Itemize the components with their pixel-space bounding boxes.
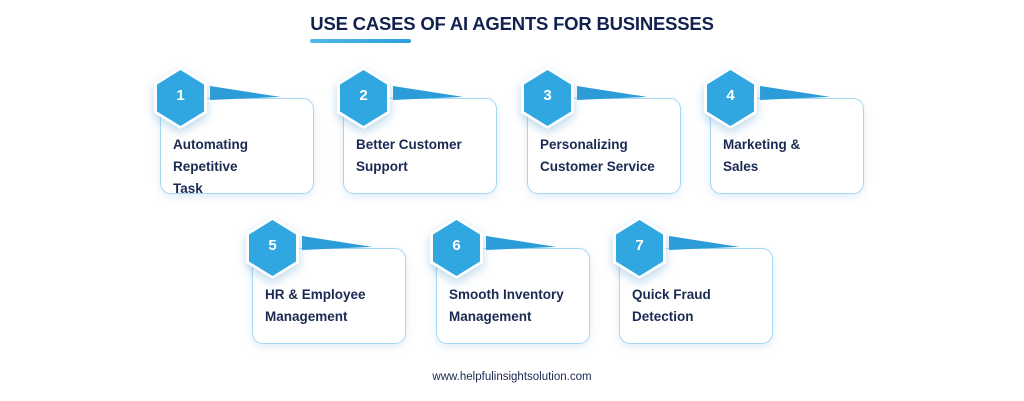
- label-line-1: Personalizing: [540, 137, 628, 152]
- number-badge-5: 5: [246, 217, 299, 279]
- label-line-1: Automating Repetitive: [173, 137, 248, 174]
- label-line-2: Task: [173, 181, 203, 196]
- badge-number: 2: [359, 86, 368, 104]
- label-line-2: Detection: [632, 309, 694, 324]
- use-case-card-2: 2 Better Customer Support: [337, 67, 497, 194]
- use-case-label: HR & Employee Management: [265, 284, 399, 328]
- badge-number: 4: [726, 86, 735, 104]
- label-line-1: Smooth Inventory: [449, 287, 564, 302]
- page-title: USE CASES OF AI AGENTS FOR BUSINESSES: [310, 13, 714, 43]
- use-case-label: Marketing & Sales: [723, 134, 857, 178]
- label-line-2: Customer Service: [540, 159, 655, 174]
- badge-number: 6: [452, 236, 461, 254]
- number-badge-3: 3: [521, 67, 574, 129]
- label-line-1: HR & Employee: [265, 287, 366, 302]
- number-badge-6: 6: [430, 217, 483, 279]
- title-underline: [310, 39, 412, 43]
- use-case-label: Automating Repetitive Task: [173, 134, 307, 200]
- use-case-card-5: 5 HR & Employee Management: [246, 217, 406, 344]
- website-url: www.helpfulinsightsolution.com: [432, 371, 592, 383]
- use-case-label: Quick Fraud Detection: [632, 284, 766, 328]
- badge-number: 5: [268, 236, 277, 254]
- label-line-2: Management: [265, 309, 348, 324]
- use-case-card-3: 3 Personalizing Customer Service: [521, 67, 681, 194]
- label-line-2: Support: [356, 159, 408, 174]
- use-case-label: Smooth Inventory Management: [449, 284, 583, 328]
- label-line-1: Better Customer: [356, 137, 462, 152]
- use-case-card-4: 4 Marketing & Sales: [704, 67, 864, 194]
- badge-number: 3: [543, 86, 552, 104]
- use-case-card-7: 7 Quick Fraud Detection: [613, 217, 773, 344]
- footer: www.helpfulinsightsolution.com: [0, 371, 1024, 383]
- use-case-card-1: 1 Automating Repetitive Task: [154, 67, 314, 196]
- badge-number: 7: [635, 236, 644, 254]
- use-case-label: Better Customer Support: [356, 134, 490, 178]
- use-case-card-6: 6 Smooth Inventory Management: [430, 217, 590, 344]
- number-badge-7: 7: [613, 217, 666, 279]
- label-line-1: Marketing &: [723, 137, 801, 152]
- use-case-label: Personalizing Customer Service: [540, 134, 674, 178]
- badge-number: 1: [176, 86, 185, 104]
- label-line-2: Sales: [723, 159, 759, 174]
- number-badge-2: 2: [337, 67, 390, 129]
- header: USE CASES OF AI AGENTS FOR BUSINESSES: [0, 13, 1024, 43]
- label-line-1: Quick Fraud: [632, 287, 711, 302]
- label-line-2: Management: [449, 309, 532, 324]
- number-badge-1: 1: [154, 67, 207, 129]
- number-badge-4: 4: [704, 67, 757, 129]
